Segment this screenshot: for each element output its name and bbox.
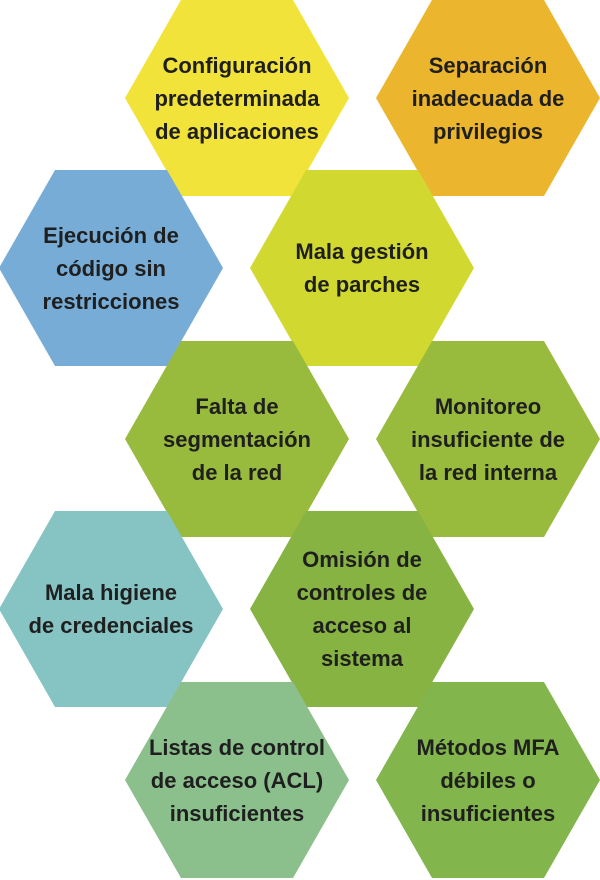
hex-patches: Mala gestión de parches	[250, 170, 474, 366]
hex-monitoring-label: Monitoreo insuficiente de la red interna	[410, 393, 566, 485]
hex-mfa: Métodos MFA débiles o insuficientes	[376, 682, 600, 878]
hex-acl-label: Listas de control de acceso (ACL) insufi…	[148, 734, 326, 826]
hex-code-exec-label: Ejecución de código sin restricciones	[42, 222, 180, 314]
hex-segmentation: Falta de segmentación de la red	[125, 341, 349, 537]
hex-privileges-label: Separación inadecuada de privilegios	[411, 52, 565, 144]
hex-patches-label: Mala gestión de parches	[295, 239, 429, 297]
hex-config-label: Configuración predeterminada de aplicaci…	[154, 52, 320, 144]
hex-privileges: Separación inadecuada de privilegios	[376, 0, 600, 196]
hex-access-controls: Omisión de controles de acceso al sistem…	[250, 511, 474, 707]
hex-access-controls-label: Omisión de controles de acceso al sistem…	[296, 547, 428, 671]
hex-mfa-label: Métodos MFA débiles o insuficientes	[416, 734, 560, 826]
hex-segmentation-label: Falta de segmentación de la red	[163, 393, 311, 485]
hex-code-exec: Ejecución de código sin restricciones	[0, 170, 223, 366]
hex-credentials-label: Mala higiene de credenciales	[28, 580, 194, 638]
hex-config: Configuración predeterminada de aplicaci…	[125, 0, 349, 196]
hex-credentials: Mala higiene de credenciales	[0, 511, 223, 707]
hex-monitoring: Monitoreo insuficiente de la red interna	[376, 341, 600, 537]
hex-acl: Listas de control de acceso (ACL) insufi…	[125, 682, 349, 878]
